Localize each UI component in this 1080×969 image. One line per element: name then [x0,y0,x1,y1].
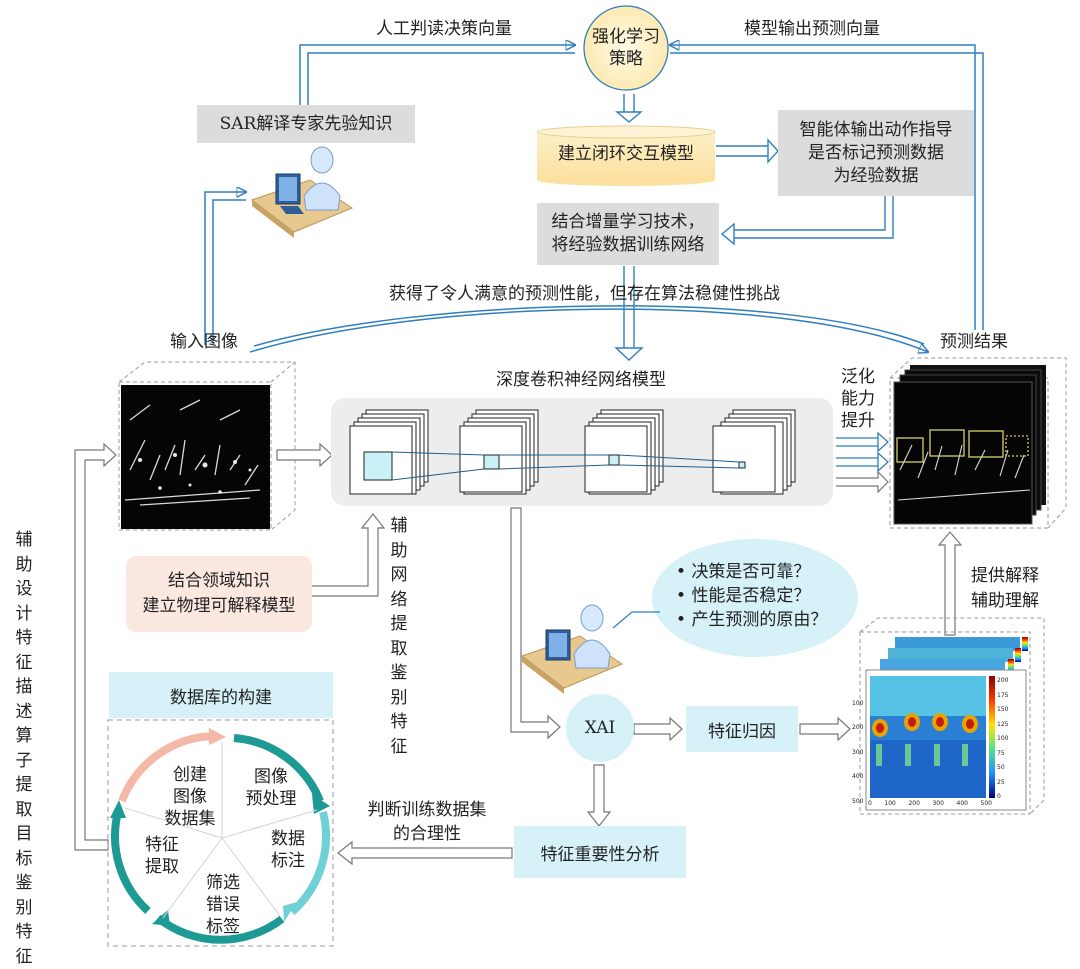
cycle-filter-label: 筛选 错误 标签 [206,873,240,937]
policy-to-cylinder-arrow [615,94,643,123]
incremental-to-cnn-arrow [614,266,644,361]
question-item: • 决策是否可靠？ [676,562,811,582]
input-image-cube [118,361,296,531]
analyst-person-icon [520,604,624,694]
policy-circle [583,5,669,91]
agent-output-box: 智能体输出动作指导 是否标记预测数据 为经验数据 [778,110,974,196]
cnn-to-prediction-arrows [836,431,889,473]
sar-knowledge-box: SAR解译专家先验知识 [197,105,415,143]
feature-attribution-box: 特征归因 [686,706,798,752]
top-right-loop-arrow [670,45,984,330]
cnn-model-label: 深度卷积神经网络模型 [496,370,666,390]
input-image-label: 输入图像 [170,332,238,352]
closed-loop-cylinder [536,125,716,186]
database-panel [107,719,334,947]
heatmap-to-prediction-arrow [937,531,963,636]
cnn-connections [391,451,740,481]
question-item: • 产生预测的原由？ [676,610,828,630]
manual-decision-vector-label: 人工判读决策向量 [376,19,512,39]
cycle-preprocess-label: 图像 预处理 [245,767,297,809]
incremental-learning-box: 结合增量学习技术， 将经验数据训练网络 [537,203,719,265]
domain-knowledge-box: 结合领域知识 建立物理可解释模型 [126,556,312,632]
expert-person-icon [250,146,354,238]
assist-network-label: 辅助 网络 提取 鉴别 特征 [390,516,408,757]
questions-list: • 决策是否可靠？ • 性能是否稳定？ • 产生预测的原由？ [676,560,827,632]
questions-bubble [652,539,858,657]
cylinder-to-agent-arrow [716,138,779,164]
satisfying-performance-label: 获得了令人满意的预测性能，但存在算法稳健性挑战 [389,284,780,304]
cnn-panel [331,398,833,506]
xai-to-attribution-arrow [633,716,683,742]
prediction-stack [889,357,1067,529]
cnn-to-xai-arrow [510,507,561,740]
importance-to-database-arrow [337,840,513,866]
xai-label: XAI [584,718,616,738]
cycle-create-label: 创建 图像 数据集 [164,765,216,829]
judge-dataset-label: 判断训练数据集 的合理性 [367,800,487,844]
model-output-vector-label: 模型输出预测向量 [744,19,880,39]
prediction-result-label: 预测结果 [940,332,1008,352]
rl-policy-label: 强化学习 策略 [592,27,660,69]
performance-curve-arrow [249,305,928,352]
database-cycle [111,732,330,944]
heatmap-stack [859,617,1045,815]
cycle-dividers [124,742,318,919]
database-title-box: 数据库的构建 [109,672,333,718]
cycle-extract-label: 特征 提取 [145,835,179,877]
knowledge-to-cnn-arrow [309,513,386,597]
question-item: • 性能是否稳定？ [676,586,811,606]
assist-operator-label: 辅助 设计 特征 描述 算子 提取 目标 鉴别 特征 [15,530,33,967]
feature-importance-box: 特征重要性分析 [514,826,686,878]
explanation-aid-label: 提供解释 辅助理解 [971,566,1039,611]
agent-to-incremental-arrow [720,196,894,246]
generalization-label: 泛化 能力 提升 [841,367,875,431]
xai-to-importance-arrow [586,764,612,827]
cycle-annotate-label: 数据 标注 [271,829,305,871]
xai-circle [566,694,634,762]
closed-loop-model-label: 建立闭环交互模型 [558,144,694,164]
attribution-to-heatmap-arrow [799,716,851,742]
top-left-loop-arrow [204,45,575,345]
input-to-cnn-arrow [276,442,333,468]
left-loop-arrow [74,442,117,851]
